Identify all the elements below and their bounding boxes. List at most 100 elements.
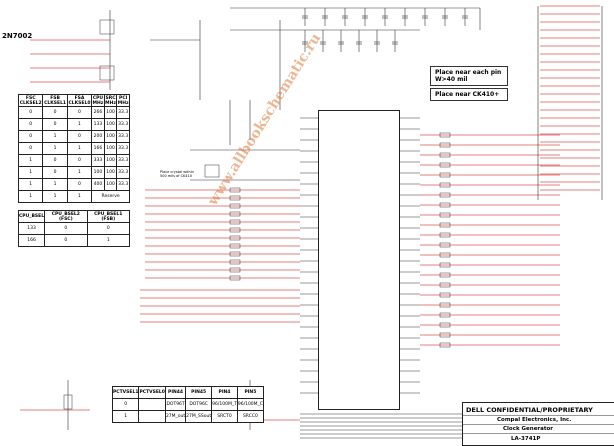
fsc_table-cell: 0 <box>42 154 68 167</box>
cpu_table-cell: 166 <box>17 234 46 247</box>
fsc_table-cell: 1 <box>42 190 68 203</box>
fsc_table-cell: 166 <box>91 142 105 155</box>
cpu_table-header-cell: CPU_BSEL1 (FSB) <box>86 210 130 223</box>
fsc_table-cell: 0 <box>66 106 93 119</box>
pc_table-cell: 96/100M_C <box>236 398 264 411</box>
sheet-title-label: Clock Generator <box>503 426 553 432</box>
confidential-label: DELL CONFIDENTIAL/PROPRIETARY <box>466 406 593 414</box>
fsc_table-cell: 100 <box>103 106 118 119</box>
series-resistor <box>439 172 451 178</box>
series-resistor <box>439 232 451 238</box>
series-resistor <box>439 152 451 158</box>
fsc_table-cell: 1 <box>42 178 68 191</box>
cpu_table-cell: 1 <box>86 234 130 247</box>
cpu_table-header-cell: CPU_BSEL2 (FSC) <box>44 210 88 223</box>
net-layer <box>20 5 600 421</box>
pc_table-cell <box>138 398 166 411</box>
fsc_table-cell: 133 <box>91 118 105 131</box>
fsc_table-cell: 400 <box>91 178 105 191</box>
place-near-pin-note: Place near each pin W>40 mil <box>430 66 508 86</box>
fsc_table-cell: 1 <box>66 166 93 179</box>
fsc_table-cell: 33.3 <box>116 166 130 179</box>
title-company-row: Compal Electronics, Inc. <box>463 415 614 425</box>
series-resistor <box>439 332 451 338</box>
pc_table-cell: 27M_out <box>164 410 187 423</box>
resistor-symbol <box>63 394 73 410</box>
fsc_table-cell: 1 <box>17 154 44 167</box>
fsc_table-cell: 100 <box>103 154 118 167</box>
cpu_table-cell: 0 <box>44 222 88 235</box>
fsc_table-cell: 0 <box>66 178 93 191</box>
series-resistor <box>229 259 241 265</box>
fsc_table-cell: 0 <box>17 130 44 143</box>
fsc_table-cell: 200 <box>91 130 105 143</box>
series-resistor <box>229 267 241 273</box>
fsc_table-cell: 333 <box>91 154 105 167</box>
series-resistor <box>439 192 451 198</box>
fsc_table-cell: 1 <box>17 190 44 203</box>
pc_table-header-cell: PCTVSEL0 <box>138 386 166 399</box>
series-resistor <box>439 252 451 258</box>
series-resistor <box>229 211 241 217</box>
pc_table-cell: 0 <box>111 398 140 411</box>
title-confidential-row: DELL CONFIDENTIAL/PROPRIETARY <box>463 403 614 416</box>
fsc_table-cell: 0 <box>66 130 93 143</box>
series-resistor <box>229 275 241 281</box>
series-resistor <box>229 219 241 225</box>
fsc_table-cell: Reserve <box>91 190 130 203</box>
fsc_table-cell: 1 <box>66 118 93 131</box>
series-resistor <box>229 187 241 193</box>
part-tag: 2N7002 <box>2 32 33 40</box>
fsc_table-cell: 0 <box>17 142 44 155</box>
pc_table-header-cell: PIN44 <box>164 386 187 399</box>
fsc_table-cell: 100 <box>103 130 118 143</box>
pc_table-header-cell: PIN5 <box>236 386 264 399</box>
series-resistor <box>439 302 451 308</box>
pc_table-cell: 1 <box>111 410 140 423</box>
pc_table-cell: SRCC0 <box>236 410 264 423</box>
series-resistor <box>229 195 241 201</box>
fsc_table-cell: 33.3 <box>116 154 130 167</box>
series-resistor <box>439 262 451 268</box>
doc-number-label: LA-3741P <box>511 436 541 442</box>
pc_table-header-cell: PIN4 <box>211 386 238 399</box>
title-sheet-row: Clock Generator <box>463 424 614 434</box>
fsc_table-cell: 100 <box>103 178 118 191</box>
cpu_table-cell: 0 <box>86 222 130 235</box>
fsc_table-cell: 33.3 <box>116 106 130 119</box>
fsc_table-cell: 100 <box>103 142 118 155</box>
series-resistor <box>439 342 451 348</box>
fsc_table-cell: 1 <box>42 130 68 143</box>
pc_table-cell: SRCT0 <box>211 410 238 423</box>
series-resistor <box>439 182 451 188</box>
series-resistor <box>439 212 451 218</box>
transistor-symbol <box>99 19 115 35</box>
title-block: DELL CONFIDENTIAL/PROPRIETARY Compal Ele… <box>462 402 614 446</box>
note-w-mil: W>40 mil <box>435 76 468 83</box>
transistor-symbol <box>99 65 115 81</box>
wire-layer <box>67 6 603 439</box>
fsc_table-cell: 1 <box>17 178 44 191</box>
series-resistor <box>439 202 451 208</box>
series-resistor <box>439 312 451 318</box>
series-resistor <box>229 235 241 241</box>
pc_table-cell <box>138 410 166 423</box>
